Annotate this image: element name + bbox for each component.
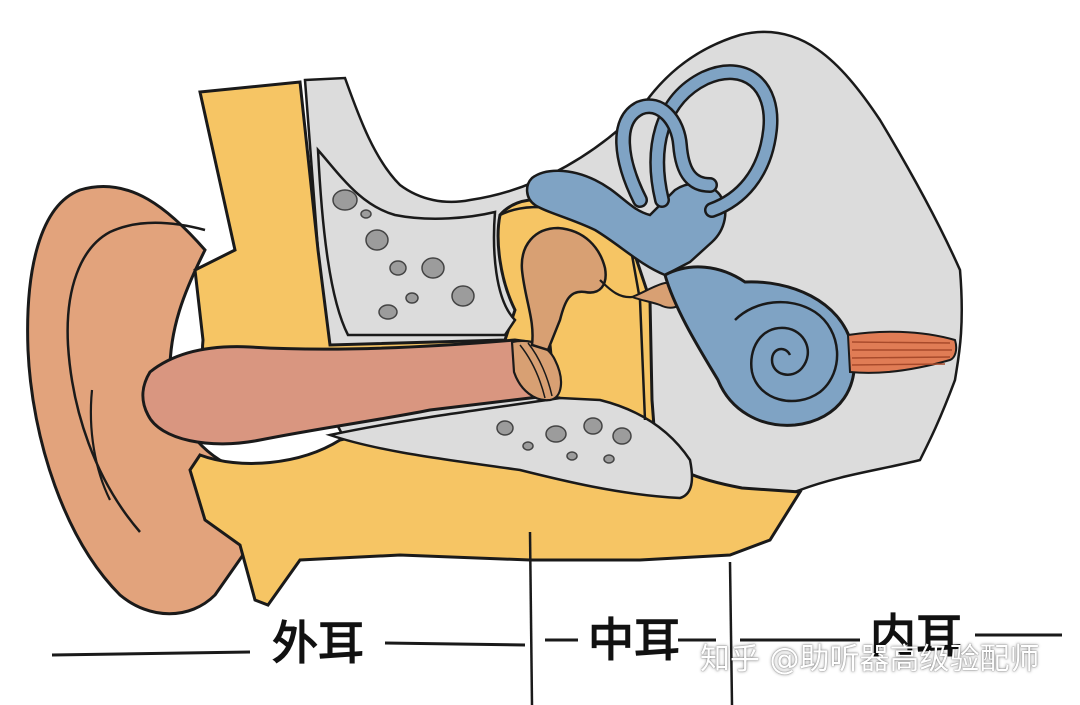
semicircular-canal-outer-fill bbox=[651, 66, 777, 216]
divider-outer-middle bbox=[528, 531, 534, 705]
watermark: 知乎 @助听器高级验配师 bbox=[700, 642, 1040, 677]
malleus bbox=[520, 226, 607, 352]
inner-ear-label: 内耳 bbox=[870, 609, 962, 663]
bone-texture bbox=[332, 189, 632, 464]
incus bbox=[599, 279, 633, 299]
middle-ear-label: 中耳 bbox=[588, 613, 680, 667]
vestibule bbox=[525, 169, 727, 277]
pinna-inner-fold bbox=[89, 389, 111, 501]
semicircular-canal-inner-fill bbox=[617, 100, 716, 206]
divider-middle-inner bbox=[728, 561, 734, 705]
baseline-seg-2 bbox=[384, 641, 526, 647]
eardrum-ridges bbox=[519, 342, 553, 399]
ear-canal bbox=[141, 338, 557, 446]
nerve-fibers bbox=[851, 341, 952, 366]
outer-ear-label: 外耳 bbox=[272, 616, 364, 670]
cochlea-spiral bbox=[734, 300, 839, 403]
baseline-seg-1 bbox=[51, 650, 251, 657]
